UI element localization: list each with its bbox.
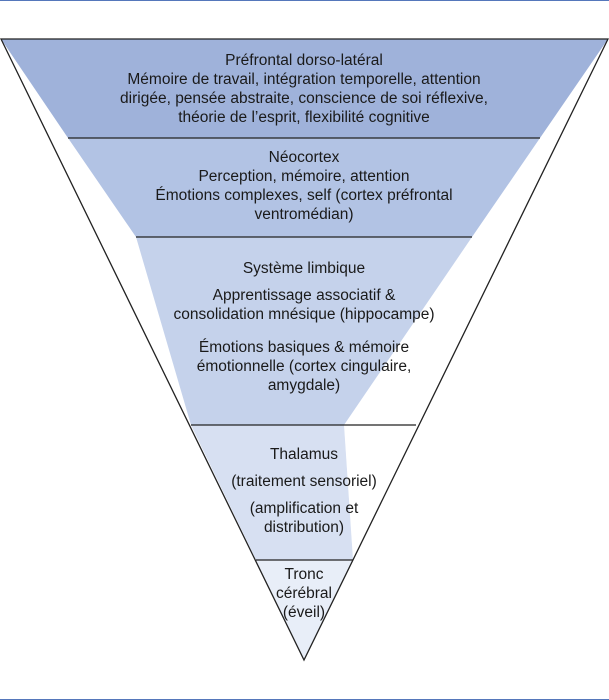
level-4-line: distribution) <box>263 519 345 536</box>
level-3-line: consolidation mnésique (hippocampe) <box>173 306 435 323</box>
level-3-title: Système limbique <box>242 260 366 277</box>
level-3-line: Apprentissage associatif & <box>212 287 396 304</box>
level-2-title: Néocortex <box>268 149 340 166</box>
level-5-line: cérébral <box>276 585 332 602</box>
level-3-line: amygdale) <box>267 377 341 394</box>
level-5-line: Tronc <box>284 566 324 583</box>
level-4-text: Thalamus (traitement sensoriel) (amplifi… <box>214 445 394 537</box>
level-3-line: émotionnelle (cortex cingulaire, <box>196 358 412 375</box>
pyramid-outline <box>0 38 609 662</box>
level-2-line: Perception, mémoire, attention <box>198 168 410 185</box>
level-5-band <box>256 560 353 660</box>
level-1-line: théorie de l’esprit, flexibilité cogniti… <box>178 109 430 126</box>
level-2-text: Néocortex Perception, mémoire, attention… <box>120 148 488 224</box>
level-4-band <box>191 425 353 560</box>
level-1-line: Mémoire de travail, intégration temporel… <box>127 71 481 88</box>
level-4-title: Thalamus <box>269 446 339 463</box>
level-5-text: Tronc cérébral (éveil) <box>264 565 344 622</box>
level-1-title: Préfrontal dorso-latéral <box>225 52 383 69</box>
level-1-band <box>1 39 608 138</box>
level-2-band <box>68 138 540 237</box>
level-5-line: (éveil) <box>282 604 326 621</box>
level-2-line: ventromédian) <box>254 206 354 223</box>
level-1-line: dirigée, pensée abstraite, conscience de… <box>120 90 488 107</box>
level-3-line: Émotions basiques & mémoire <box>198 339 410 356</box>
level-4-line: (traitement sensoriel) <box>231 473 377 490</box>
level-2-line: Émotions complexes, self (cortex préfron… <box>155 187 453 204</box>
top-border <box>0 0 609 1</box>
level-4-line: (amplification et <box>249 500 359 517</box>
level-3-band <box>136 237 472 425</box>
level-1-text: Préfrontal dorso-latéral Mémoire de trav… <box>60 51 548 127</box>
level-3-text: Système limbique Apprentissage associati… <box>150 259 458 395</box>
